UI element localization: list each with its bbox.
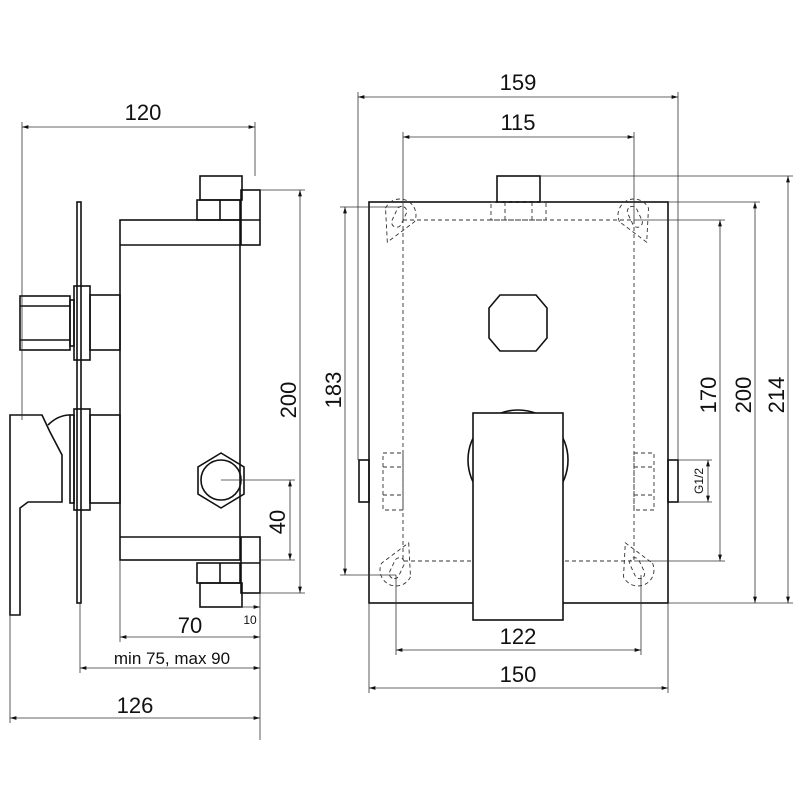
fixing-lug-bottom-left [379, 541, 411, 587]
side-ports [358, 452, 679, 511]
dimension-40: 40 [221, 479, 295, 561]
dimension-122: 122 [395, 575, 642, 655]
dimension-159: 159 [357, 70, 679, 460]
dimension-214: 214 [540, 175, 793, 604]
dimension-200-front: 200 [668, 201, 760, 604]
dimension-200-side: 200 [260, 189, 305, 594]
dimension-install-depth: min 75, max 90 [79, 603, 260, 673]
dim-label-70: 70 [178, 613, 202, 638]
outlet-hex-nut [197, 452, 245, 509]
dimension-115: 115 [402, 110, 635, 220]
fixing-lug-bottom-right [623, 541, 655, 587]
dimension-170: 170 [634, 219, 725, 562]
dim-label-126: 126 [117, 693, 154, 718]
lever-handle [9, 408, 121, 616]
dim-label-thread: G1/2 [692, 468, 706, 494]
dim-label-200-front: 200 [731, 377, 756, 414]
dim-label-120: 120 [125, 100, 162, 125]
side-view: 120 200 40 10 70 min 75, max 90 [9, 100, 305, 740]
diverter-knob-front [488, 294, 548, 352]
front-view: 159 115 183 170 200 [321, 70, 793, 693]
dim-label-200-side: 200 [276, 382, 301, 419]
dim-label-183: 183 [321, 372, 346, 409]
dimension-70: 70 [119, 560, 260, 642]
dim-label-40: 40 [265, 510, 290, 534]
top-inlet [490, 175, 547, 221]
dimension-183: 183 [321, 206, 400, 576]
dim-label-159: 159 [500, 70, 537, 95]
dimension-10: 10 [240, 593, 261, 740]
lever-front [467, 409, 569, 621]
dim-label-150: 150 [500, 662, 537, 687]
dim-label-214: 214 [764, 377, 789, 414]
dimension-150: 150 [368, 603, 669, 693]
dim-label-115: 115 [500, 110, 535, 135]
dimension-120: 120 [21, 100, 256, 420]
dim-label-install-depth: min 75, max 90 [114, 649, 230, 668]
diverter-knob [19, 285, 121, 361]
dim-label-122: 122 [500, 624, 537, 649]
dimension-thread: G1/2 [678, 459, 712, 503]
dim-label-10: 10 [243, 613, 257, 627]
dimension-126: 126 [9, 615, 260, 723]
wall-plate [76, 201, 82, 604]
side-body [119, 175, 261, 608]
dim-label-170: 170 [696, 377, 721, 414]
